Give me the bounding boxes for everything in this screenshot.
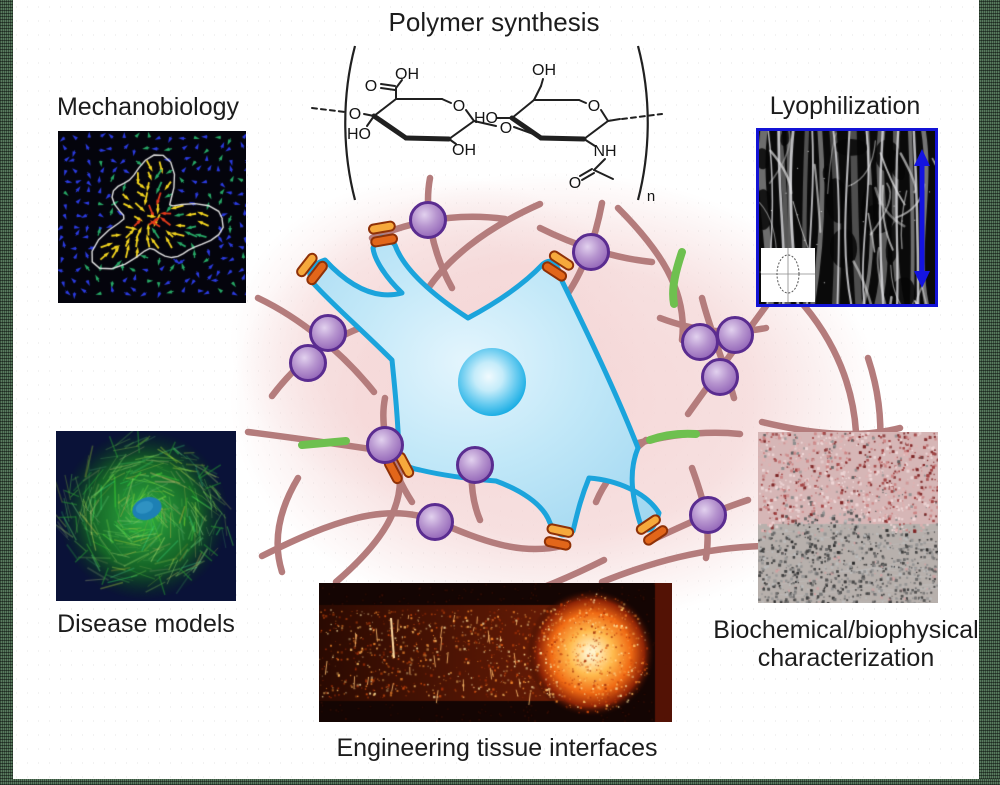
polymer-synthesis-label: Polymer synthesis (388, 7, 600, 37)
biochemical-label-line1: Biochemical/biophysical (713, 616, 979, 644)
adhesion-site (296, 252, 328, 286)
svg-text:OH: OH (532, 62, 556, 79)
adhesion-site (543, 523, 575, 551)
disease-models-label: Disease models (57, 610, 235, 638)
biochemical-panel (758, 432, 938, 603)
biochemical-canvas (758, 432, 938, 603)
biochemical-label-line2: characterization (757, 644, 935, 672)
atom-labels: OH O O HO O HO OH OH O O NH O n (347, 62, 655, 205)
biochemical-label: Biochemical/biophysical characterization (696, 616, 996, 672)
svg-text:OH: OH (395, 66, 419, 83)
adhesion-site (368, 220, 398, 248)
svg-text:O: O (365, 78, 377, 95)
right-parenthesis (636, 45, 649, 201)
disease-models-panel (56, 431, 236, 601)
edge-noise-left (0, 0, 13, 785)
lyophilization-label: Lyophilization (769, 92, 921, 120)
svg-text:O: O (453, 98, 465, 115)
edge-noise-right (979, 0, 1000, 785)
mechanobiology-panel (58, 131, 246, 303)
svg-text:O: O (500, 120, 512, 137)
engineering-panel (319, 583, 672, 722)
bonds (311, 78, 663, 181)
disease-models-canvas (56, 431, 236, 601)
repeat-subscript: n (647, 188, 655, 205)
polymer-structure: OH O O HO O HO OH OH O O NH O n (311, 45, 663, 205)
lyophilization-panel (756, 128, 938, 307)
left-parenthesis (344, 45, 357, 201)
svg-text:NH: NH (593, 143, 616, 160)
svg-text:HO: HO (474, 110, 498, 127)
pore-shape-inset (761, 248, 815, 302)
crosslinker-spheres (289, 201, 754, 541)
svg-text:O: O (588, 98, 600, 115)
svg-text:OH: OH (452, 142, 476, 159)
svg-text:HO: HO (347, 126, 371, 143)
svg-text:O: O (569, 175, 581, 192)
cell-nucleus (458, 348, 526, 416)
mechanobiology-canvas (58, 131, 246, 303)
mechanobiology-label: Mechanobiology (56, 93, 240, 121)
peptide-segments (298, 248, 700, 449)
engineering-canvas (319, 583, 672, 722)
cell-body (307, 234, 662, 538)
svg-text:O: O (349, 106, 361, 123)
engineering-label: Engineering tissue interfaces (336, 734, 658, 762)
adhesion-site (541, 250, 575, 282)
pore-outline-sketch (761, 248, 815, 302)
adhesion-site (635, 514, 669, 546)
edge-noise-bottom (0, 779, 1000, 785)
adhesion-sites (296, 220, 669, 551)
